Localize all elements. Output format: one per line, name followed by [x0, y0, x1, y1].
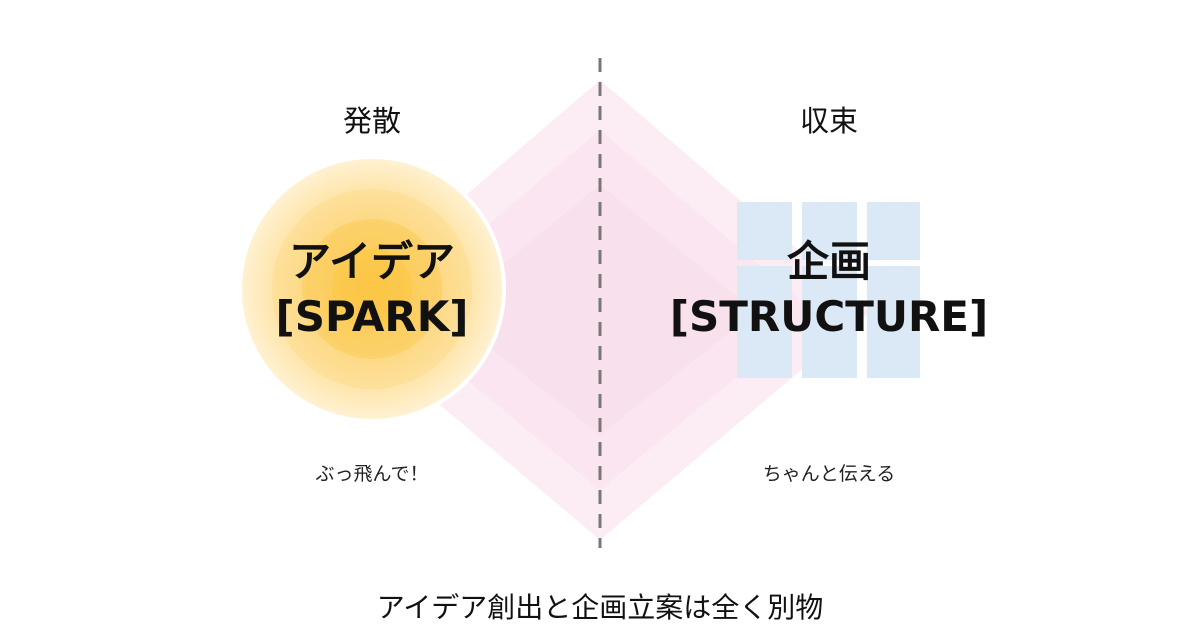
structure-block	[867, 202, 920, 260]
structure-subtitle: [STRUCTURE]	[669, 292, 989, 341]
divergence-heading: 発散	[342, 104, 402, 138]
convergence-heading: 収束	[799, 104, 859, 138]
structure-block	[737, 266, 792, 378]
spark-subtitle: [SPARK]	[275, 292, 469, 341]
structure-caption: ちゃんと伝える	[762, 463, 896, 485]
structure-block	[802, 202, 857, 260]
structure-block	[867, 266, 920, 378]
structure-block	[802, 266, 857, 378]
structure-blocks	[737, 202, 920, 378]
plan-title: 企画	[786, 237, 872, 286]
spark-caption: ぶっ飛んで！	[315, 463, 429, 485]
idea-title: アイデア	[289, 237, 455, 286]
structure-block	[737, 202, 792, 260]
spark-circle	[238, 155, 506, 423]
footer-caption: アイデア創出と企画立案は全く別物	[376, 591, 824, 624]
